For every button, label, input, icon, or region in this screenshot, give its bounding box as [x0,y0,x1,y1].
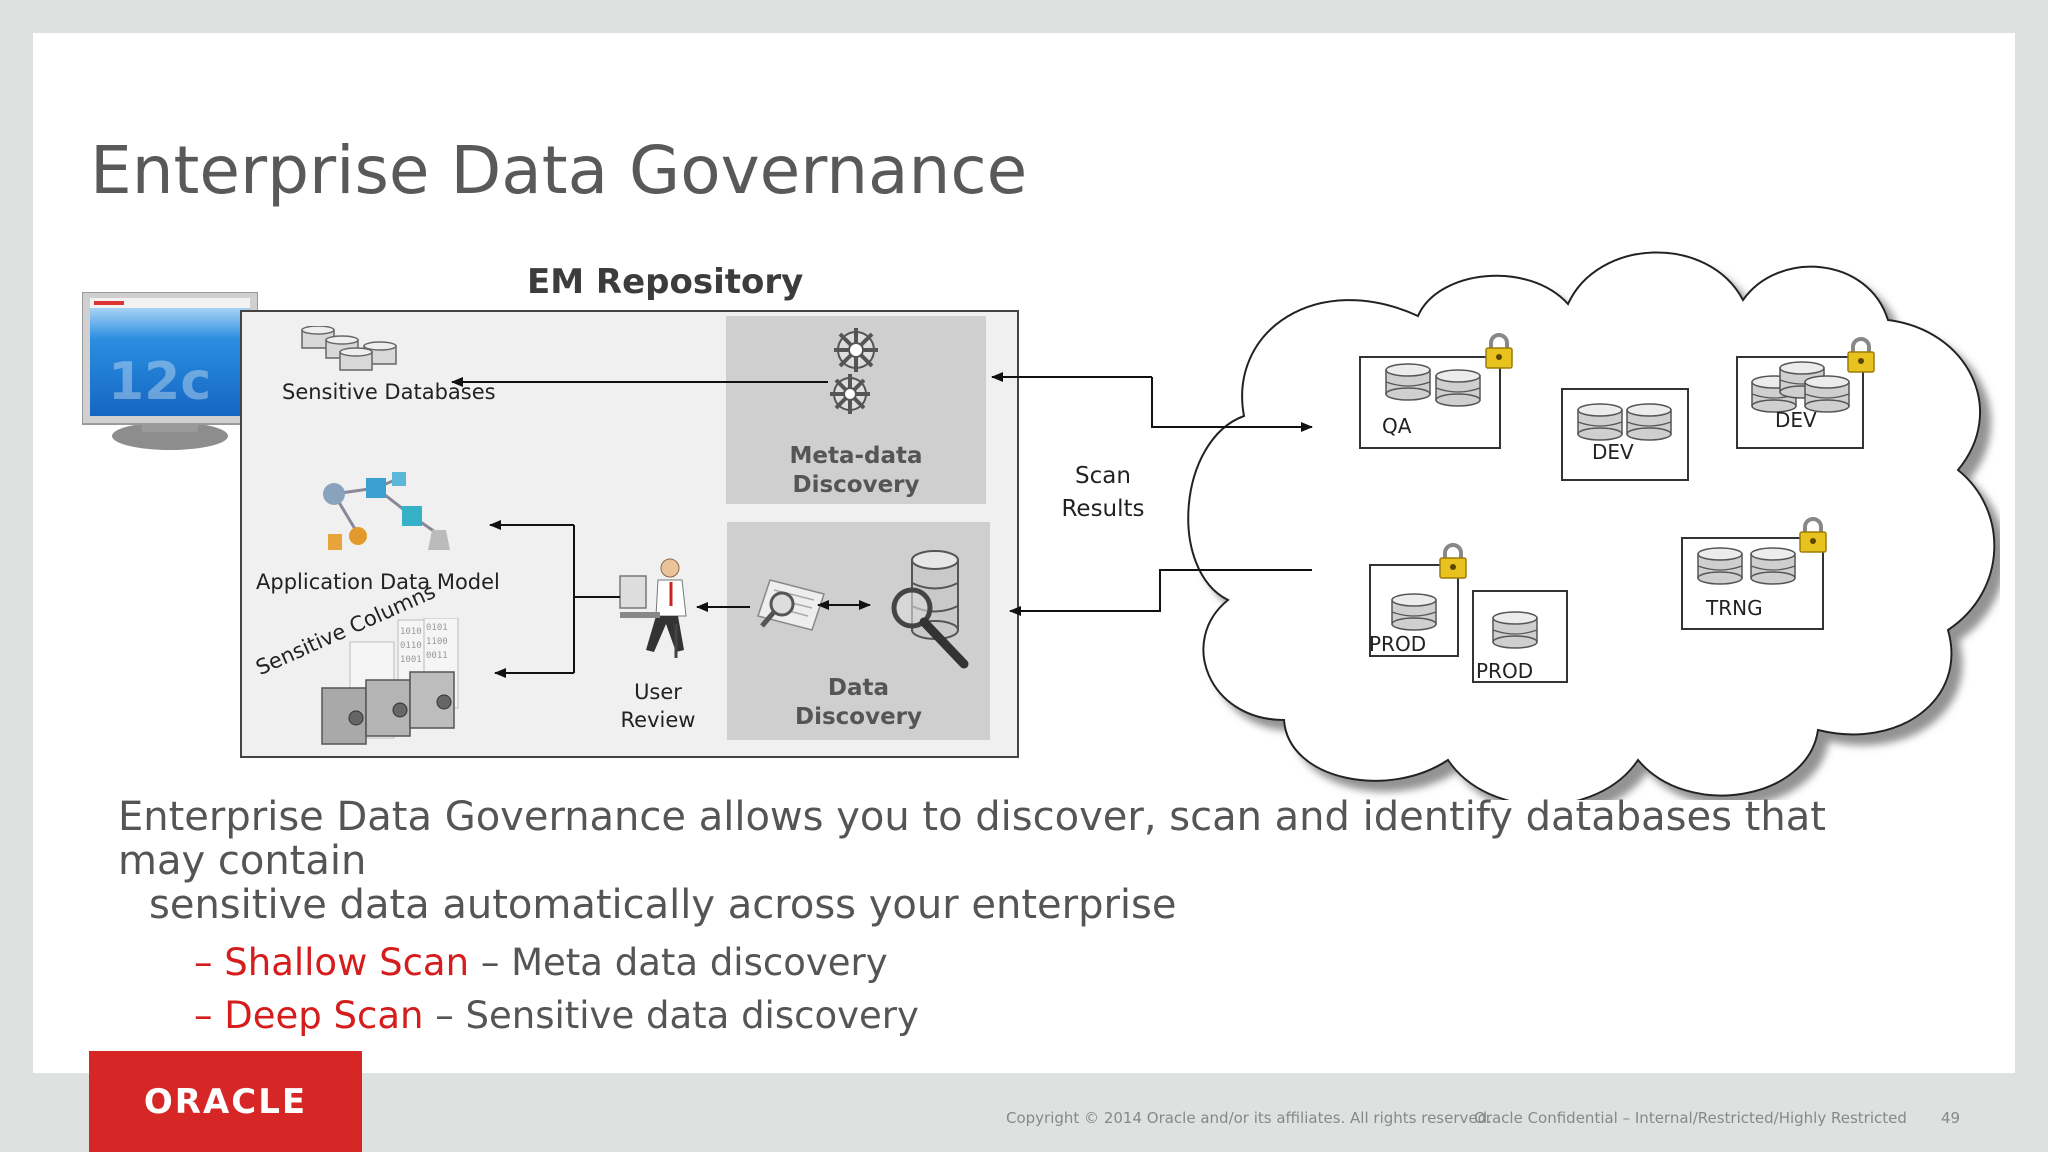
svg-text:1001: 1001 [400,655,422,665]
db-dev-2-label: DEV [1775,408,1817,432]
page-number: 49 [1941,1109,1961,1127]
data-model-icon [318,470,454,556]
application-data-model-label: Application Data Model [256,570,500,594]
bullet-deep-scan: – Deep Scan – Sensitive data discovery [194,994,1918,1037]
db-prod-1-label: PROD [1369,632,1427,656]
monitor-version-badge: 12c [108,352,212,412]
gear-icon [826,324,882,424]
svg-text:0011: 0011 [426,651,448,661]
user-review-label-1: User [634,680,682,704]
metadata-discovery-label-2: Discovery [792,472,920,498]
shallow-scan-desc: – Meta data discovery [469,941,888,984]
slide-title: Enterprise Data Governance [90,132,1028,209]
db-qa-label: QA [1382,414,1412,438]
scan-results-label-1: Scan [1075,463,1131,489]
body-text: Enterprise Data Governance allows you to… [118,795,1918,1037]
svg-text:1100: 1100 [426,637,448,647]
user-reviewer-icon [616,554,696,662]
intro-line-2: sensitive data automatically across your… [149,882,1177,928]
oracle-logo: ORACLE [89,1051,362,1152]
intro-paragraph: Enterprise Data Governance allows you to… [118,795,1918,927]
bullet-shallow-scan: – Shallow Scan – Meta data discovery [194,941,1918,984]
user-review-label-2: Review [620,708,696,732]
deep-scan-term: Deep Scan [224,994,424,1037]
database-search-icon [884,548,972,672]
metadata-discovery-label-1: Meta-data [789,443,923,469]
scan-results-label-2: Results [1061,496,1145,522]
confidential-text: Oracle Confidential – Internal/Restricte… [1474,1109,1907,1127]
svg-text:0101: 0101 [426,623,448,633]
bullet-dash: – [194,994,213,1037]
svg-text:1010: 1010 [400,627,422,637]
intro-line-1: Enterprise Data Governance allows you to… [118,794,1826,884]
user-review-label: User Review [600,678,716,734]
deep-scan-desc: – Sensitive data discovery [423,994,919,1037]
repository-title: EM Repository [527,262,804,302]
copyright-text: Copyright © 2014 Oracle and/or its affil… [1006,1109,1492,1127]
db-trng-label: TRNG [1706,596,1763,620]
db-dev-1-label: DEV [1592,440,1634,464]
scan-results-label: Scan Results [1058,460,1148,526]
document-search-icon [752,578,826,638]
shallow-scan-term: Shallow Scan [224,941,470,984]
db-prod-2-label: PROD [1476,659,1534,683]
data-discovery-label-2: Discovery [794,704,923,730]
database-stack-icon [300,325,400,374]
safe-vault-icon: 1010 0110 1001 0101 1100 0011 [320,617,462,748]
bullet-dash: – [194,941,213,984]
data-discovery-label-1: Data [827,675,890,701]
svg-text:0110: 0110 [400,641,422,651]
em-monitor-icon [81,291,259,452]
